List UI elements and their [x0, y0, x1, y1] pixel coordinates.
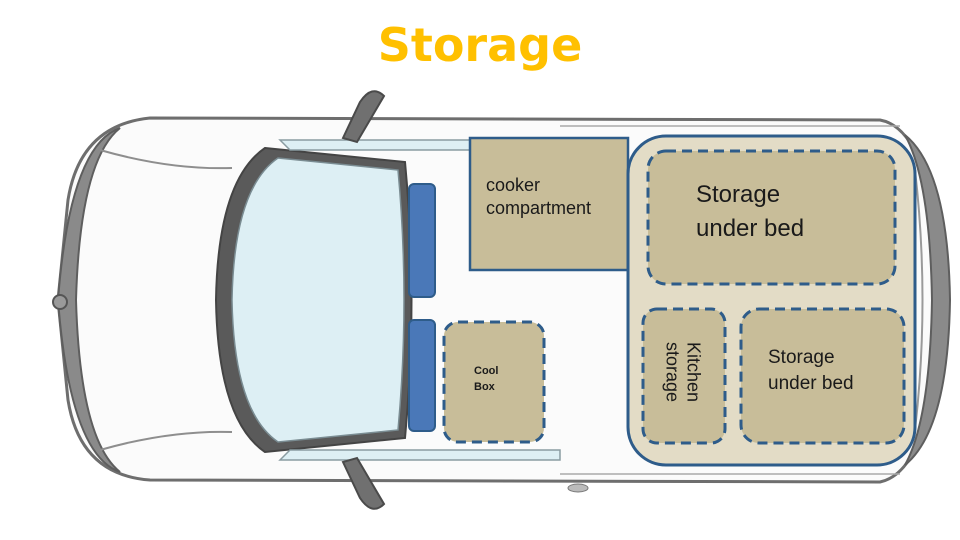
- page-title: Storage: [377, 18, 583, 72]
- bed-top-label-line-2: under bed: [696, 214, 805, 242]
- bed-bottom-label-line-1: Storage: [768, 347, 835, 368]
- storage-under-bed-top-label: Storage under bed: [696, 178, 804, 245]
- rear-window: [914, 169, 924, 431]
- mirror-top-icon: [341, 90, 386, 144]
- storage-under-bed-bottom-label: Storage under bed: [768, 345, 854, 396]
- cool-box-label: Cool Box: [474, 364, 498, 396]
- bonnet-line-top: [99, 149, 233, 170]
- bonnet-line-bottom: [99, 430, 233, 451]
- cooker-label-line-1: cooker: [486, 175, 541, 195]
- storage-under-bed-bottom: [739, 307, 906, 445]
- cooker-compartment-label: cooker compartment: [486, 174, 591, 219]
- emblem-icon: [52, 294, 68, 310]
- cooker-compartment: [468, 136, 630, 272]
- cool-box: [442, 320, 546, 444]
- kitchen-label-line-1: Kitchen: [683, 341, 704, 403]
- cool-box-label-line-2: Box: [474, 380, 495, 393]
- cool-box-label-line-1: Cool: [474, 365, 499, 377]
- kitchen-storage-label: Kitchen storage: [662, 341, 704, 403]
- cooker-label-line-2: compartment: [486, 197, 592, 218]
- kitchen-storage: [641, 307, 727, 445]
- kitchen-label-line-2: storage: [663, 341, 683, 403]
- windshield-glass: [231, 157, 405, 443]
- bed-top-label-line-1: Storage: [696, 181, 781, 208]
- bed-bottom-label-line-2: under bed: [768, 372, 854, 394]
- side-window-bottom: [278, 449, 561, 461]
- rear-bumper: [904, 134, 952, 466]
- seat-front-top: [408, 183, 436, 298]
- mirror-bottom-icon: [341, 456, 386, 510]
- fuel-cap-icon: [567, 483, 589, 493]
- seat-front-bottom: [408, 319, 436, 432]
- front-bumper: [56, 127, 121, 473]
- storage-under-bed-top: [646, 149, 897, 286]
